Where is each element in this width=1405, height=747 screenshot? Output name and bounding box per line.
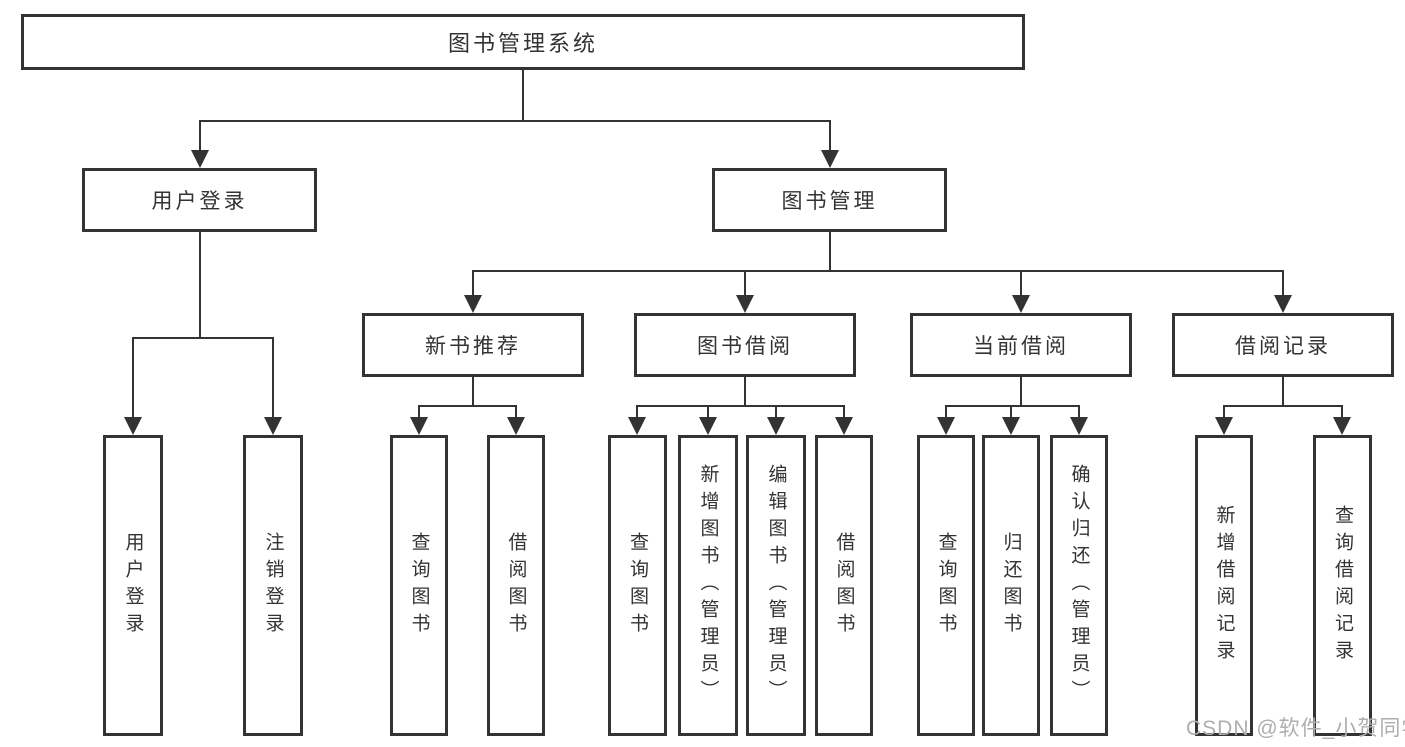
node-label: 查询图书 bbox=[935, 531, 957, 640]
node-label: 当前借阅 bbox=[973, 335, 1069, 358]
connector-vline bbox=[1341, 405, 1343, 417]
connector-hline bbox=[418, 405, 517, 407]
node-return-books: 归还图书 bbox=[982, 435, 1040, 736]
node-label: 借阅图书 bbox=[505, 531, 527, 640]
node-borrow-books-recommend: 借阅图书 bbox=[487, 435, 545, 736]
watermark: CSDN @软件_小贺同学 bbox=[1186, 717, 1405, 740]
arrowhead-down-icon bbox=[1012, 295, 1030, 313]
arrowhead-down-icon bbox=[821, 150, 839, 168]
connector-vline bbox=[744, 377, 746, 405]
connector-vline bbox=[1282, 377, 1284, 405]
arrowhead-down-icon bbox=[410, 417, 428, 435]
node-label: 查询借阅记录 bbox=[1332, 504, 1353, 667]
arrowhead-down-icon bbox=[937, 417, 955, 435]
node-query-books-recommend: 查询图书 bbox=[390, 435, 448, 736]
node-label: 查询图书 bbox=[408, 531, 430, 640]
node-logout: 注销登录 bbox=[243, 435, 303, 736]
node-label: 注销登录 bbox=[262, 531, 284, 640]
arrowhead-down-icon bbox=[191, 150, 209, 168]
connector-vline bbox=[1010, 405, 1012, 417]
arrowhead-down-icon bbox=[628, 417, 646, 435]
arrowhead-down-icon bbox=[264, 417, 282, 435]
connector-vline bbox=[132, 337, 134, 417]
node-user-login: 用户登录 bbox=[103, 435, 163, 736]
connector-vline bbox=[945, 405, 947, 417]
node-label: 确认归还（管理员） bbox=[1068, 464, 1090, 707]
node-user-login-group: 用户登录 bbox=[82, 168, 317, 232]
connector-vline bbox=[829, 232, 831, 270]
node-add-books-admin: 新增图书（管理员） bbox=[678, 435, 738, 736]
arrowhead-down-icon bbox=[124, 417, 142, 435]
node-label: 新书推荐 bbox=[425, 335, 521, 358]
arrowhead-down-icon bbox=[1274, 295, 1292, 313]
node-query-books-current: 查询图书 bbox=[917, 435, 975, 736]
node-label: 查询图书 bbox=[627, 531, 648, 640]
connector-vline bbox=[1223, 405, 1225, 417]
node-label: 用户登录 bbox=[151, 190, 248, 213]
node-library-management-system: 图书管理系统 bbox=[21, 14, 1025, 70]
node-label: 归还图书 bbox=[1000, 531, 1022, 640]
connector-vline bbox=[707, 405, 709, 417]
node-label: 图书借阅 bbox=[697, 335, 793, 358]
arrowhead-down-icon bbox=[835, 417, 853, 435]
node-label: 借阅记录 bbox=[1235, 335, 1331, 358]
connector-vline bbox=[1078, 405, 1080, 417]
arrowhead-down-icon bbox=[464, 295, 482, 313]
node-label: 新增借阅记录 bbox=[1213, 504, 1235, 667]
connector-vline bbox=[744, 270, 746, 295]
node-query-borrow-record: 查询借阅记录 bbox=[1313, 435, 1372, 736]
connector-vline bbox=[636, 405, 638, 417]
connector-vline bbox=[472, 377, 474, 405]
node-borrow-books: 借阅图书 bbox=[815, 435, 873, 736]
node-borrowing-records: 借阅记录 bbox=[1172, 313, 1394, 377]
node-confirm-return-admin: 确认归还（管理员） bbox=[1050, 435, 1108, 736]
arrowhead-down-icon bbox=[1333, 417, 1351, 435]
node-new-book-recommendation: 新书推荐 bbox=[362, 313, 584, 377]
arrowhead-down-icon bbox=[1002, 417, 1020, 435]
connector-vline bbox=[1282, 270, 1284, 295]
node-label: 编辑图书（管理员） bbox=[765, 464, 787, 707]
node-book-management: 图书管理 bbox=[712, 168, 947, 232]
connector-vline bbox=[829, 120, 831, 150]
arrowhead-down-icon bbox=[507, 417, 525, 435]
connector-vline bbox=[272, 337, 274, 417]
arrowhead-down-icon bbox=[699, 417, 717, 435]
connector-hline bbox=[1223, 405, 1343, 407]
arrowhead-down-icon bbox=[1215, 417, 1233, 435]
node-label: 图书管理系统 bbox=[447, 31, 598, 56]
node-add-borrow-record: 新增借阅记录 bbox=[1195, 435, 1253, 736]
node-label: 用户登录 bbox=[122, 531, 144, 640]
connector-hline bbox=[199, 120, 831, 122]
connector-hline bbox=[472, 270, 1284, 272]
arrowhead-down-icon bbox=[736, 295, 754, 313]
connector-vline bbox=[515, 405, 517, 417]
arrowhead-down-icon bbox=[767, 417, 785, 435]
connector-vline bbox=[775, 405, 777, 417]
connector-vline bbox=[522, 70, 524, 120]
connector-vline bbox=[199, 120, 201, 150]
connector-vline bbox=[418, 405, 420, 417]
connector-hline bbox=[132, 337, 274, 339]
node-label: 新增图书（管理员） bbox=[697, 464, 719, 707]
connector-vline bbox=[843, 405, 845, 417]
connector-vline bbox=[1020, 377, 1022, 405]
connector-vline bbox=[199, 232, 201, 337]
arrowhead-down-icon bbox=[1070, 417, 1088, 435]
node-current-borrowing: 当前借阅 bbox=[910, 313, 1132, 377]
connector-vline bbox=[1020, 270, 1022, 295]
connector-vline bbox=[472, 270, 474, 295]
connector-hline bbox=[636, 405, 845, 407]
connector-hline bbox=[945, 405, 1080, 407]
node-query-books-borrowing: 查询图书 bbox=[608, 435, 667, 736]
node-edit-books-admin: 编辑图书（管理员） bbox=[746, 435, 806, 736]
node-label: 图书管理 bbox=[781, 190, 878, 213]
node-label: 借阅图书 bbox=[833, 531, 855, 640]
node-book-borrowing: 图书借阅 bbox=[634, 313, 856, 377]
